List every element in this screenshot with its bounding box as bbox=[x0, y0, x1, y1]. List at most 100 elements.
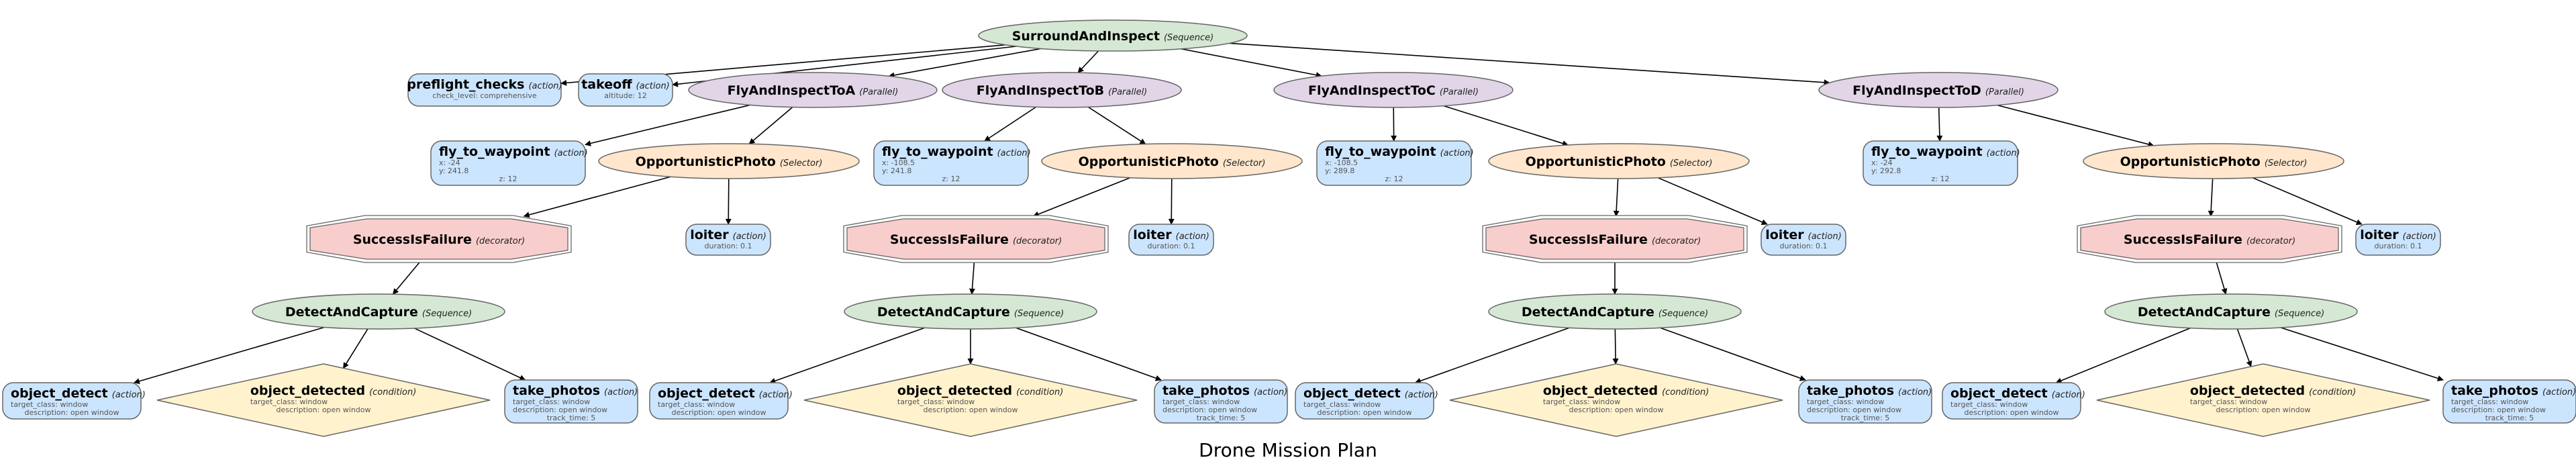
node-successisfailure[interactable]: SuccessIsFailure(decorator) bbox=[843, 215, 1109, 263]
node-surroundandinspect[interactable]: SurroundAndInspect(Sequence) bbox=[978, 19, 1248, 52]
node-param: target_class: window bbox=[1950, 400, 2028, 409]
node-fly-to-waypoint[interactable]: fly_to_waypoint(action)x: -24y: 241.8z: … bbox=[430, 140, 588, 186]
node-take-photos[interactable]: take_photos(action)target_class: windowd… bbox=[1154, 379, 1288, 424]
node-object-detect[interactable]: object_detect(action)target_class: windo… bbox=[649, 382, 793, 420]
node-detectandcapture[interactable]: DetectAndCapture(Sequence) bbox=[252, 293, 505, 330]
node-type: (decorator) bbox=[2246, 236, 2295, 246]
node-loiter[interactable]: loiter(action)duration: 0.1 bbox=[1761, 224, 1846, 256]
node-takeoff[interactable]: takeoff(action)altitude: 12 bbox=[578, 73, 673, 107]
node-name: loiter bbox=[1765, 228, 1804, 242]
node-type: (action) bbox=[636, 81, 670, 91]
edge-fa-to-oa bbox=[748, 107, 793, 144]
node-object-detect[interactable]: object_detect(action)target_class: windo… bbox=[1295, 382, 1438, 420]
node-fly-to-waypoint[interactable]: fly_to_waypoint(action)x: -24y: 292.8z: … bbox=[1863, 140, 2020, 186]
node-object-detected[interactable]: object_detected(condition)target_class: … bbox=[1449, 363, 1783, 437]
node-label: object_detected(condition) bbox=[250, 383, 416, 398]
node-param: description: open window bbox=[1964, 408, 2059, 417]
node-opportunisticphoto[interactable]: OpportunisticPhoto(Selector) bbox=[1488, 143, 1750, 179]
node-flyandinspecttob[interactable]: FlyAndInspectToB(Parallel) bbox=[942, 72, 1182, 108]
node-flyandinspecttoc[interactable]: FlyAndInspectToC(Parallel) bbox=[1273, 72, 1514, 108]
node-param: target_class: window bbox=[250, 397, 328, 406]
node-type: (Parallel) bbox=[1108, 87, 1147, 97]
node-param: z: 12 bbox=[499, 175, 517, 183]
node-preflight-checks[interactable]: preflight_checks(action)check_level: com… bbox=[407, 73, 562, 107]
action-shape bbox=[873, 140, 1029, 186]
node-type: (Selector) bbox=[1223, 158, 1266, 169]
node-param: track_time: 5 bbox=[547, 414, 596, 422]
node-loiter[interactable]: loiter(action)duration: 0.1 bbox=[2355, 224, 2441, 256]
node-name: fly_to_waypoint bbox=[1871, 144, 1983, 159]
edge-ob-to-sb bbox=[1032, 177, 1131, 218]
node-loiter[interactable]: loiter(action)duration: 0.1 bbox=[1128, 224, 1214, 256]
node-label: DetectAndCapture(Sequence) bbox=[1522, 305, 1708, 320]
node-label: object_detect(action) bbox=[11, 386, 146, 401]
node-take-photos[interactable]: take_photos(action)target_class: windowd… bbox=[1798, 379, 1932, 424]
node-detectandcapture[interactable]: DetectAndCapture(Sequence) bbox=[844, 293, 1097, 330]
node-label: SuccessIsFailure(decorator) bbox=[353, 232, 525, 247]
diagram-title: Drone Mission Plan bbox=[1199, 439, 1377, 461]
edge-dd-to-tpd bbox=[2280, 327, 2444, 381]
node-name: object_detected bbox=[1543, 383, 1658, 398]
edge-dc-to-tpc bbox=[1660, 327, 1806, 381]
node-fly-to-waypoint[interactable]: fly_to_waypoint(action)x: -108.5y: 289.8… bbox=[1316, 140, 1474, 186]
node-object-detect[interactable]: object_detect(action)target_class: windo… bbox=[2, 382, 146, 420]
node-detectandcapture[interactable]: DetectAndCapture(Sequence) bbox=[1488, 293, 1742, 330]
node-name: SuccessIsFailure bbox=[353, 232, 472, 247]
edge-root-to-fa bbox=[888, 48, 1041, 79]
node-detectandcapture[interactable]: DetectAndCapture(Sequence) bbox=[2104, 293, 2358, 330]
node-name: DetectAndCapture bbox=[285, 305, 418, 320]
node-type: (action) bbox=[997, 148, 1031, 158]
node-label: object_detected(condition) bbox=[897, 383, 1063, 398]
node-type: (Parallel) bbox=[1985, 87, 2024, 97]
node-name: object_detected bbox=[250, 383, 365, 398]
condition-shape bbox=[803, 363, 1138, 437]
node-opportunisticphoto[interactable]: OpportunisticPhoto(Selector) bbox=[598, 143, 860, 179]
edge-od-to-ld bbox=[2252, 177, 2363, 225]
node-label: take_photos(action) bbox=[513, 383, 638, 398]
node-flyandinspecttod[interactable]: FlyAndInspectToD(Parallel) bbox=[1818, 72, 2059, 108]
edge-root-to-fc bbox=[1181, 48, 1322, 79]
node-object-detected[interactable]: object_detected(condition)target_class: … bbox=[156, 363, 491, 437]
node-take-photos[interactable]: take_photos(action)target_class: windowd… bbox=[2442, 379, 2576, 424]
sequence-shape bbox=[844, 293, 1097, 330]
node-name: object_detected bbox=[2190, 383, 2305, 398]
node-object-detect[interactable]: object_detect(action)target_class: windo… bbox=[1942, 382, 2085, 420]
edges-layer bbox=[133, 42, 2444, 385]
node-param: description: open window bbox=[513, 406, 607, 414]
node-param: target_class: window bbox=[2190, 397, 2267, 406]
parallel-shape bbox=[688, 72, 938, 108]
node-object-detected[interactable]: object_detected(condition)target_class: … bbox=[803, 363, 1138, 437]
node-flyandinspecttoa[interactable]: FlyAndInspectToA(Parallel) bbox=[688, 72, 938, 108]
node-label: loiter(action) bbox=[1133, 228, 1209, 242]
node-successisfailure[interactable]: SuccessIsFailure(decorator) bbox=[306, 215, 572, 263]
node-type: (Selector) bbox=[1670, 158, 1713, 169]
node-param: y: 241.8 bbox=[882, 167, 911, 175]
action-shape bbox=[1798, 379, 1932, 424]
node-param: y: 289.8 bbox=[1325, 167, 1354, 175]
node-type: (action) bbox=[2403, 232, 2436, 242]
edge-dd-to-cdd bbox=[2236, 328, 2252, 367]
node-param: description: open window bbox=[24, 408, 119, 417]
node-param: target_class: window bbox=[1543, 397, 1620, 406]
node-object-detected[interactable]: object_detected(condition)target_class: … bbox=[2096, 363, 2430, 437]
node-type: (Parallel) bbox=[1440, 87, 1479, 97]
node-fly-to-waypoint[interactable]: fly_to_waypoint(action)x: -108.5y: 241.8… bbox=[873, 140, 1031, 186]
node-label: object_detect(action) bbox=[1950, 386, 2085, 401]
edge-fb-to-ob bbox=[1087, 106, 1146, 145]
action-shape bbox=[2442, 379, 2576, 424]
node-opportunisticphoto[interactable]: OpportunisticPhoto(Selector) bbox=[2083, 143, 2344, 179]
node-opportunisticphoto[interactable]: OpportunisticPhoto(Selector) bbox=[1041, 143, 1303, 179]
node-param: description: open window bbox=[671, 408, 766, 417]
node-loiter[interactable]: loiter(action)duration: 0.1 bbox=[685, 224, 771, 256]
edge-dd-to-add bbox=[2055, 327, 2191, 384]
decorator-shape bbox=[309, 218, 568, 260]
node-label: FlyAndInspectToC(Parallel) bbox=[1308, 83, 1479, 98]
node-name: take_photos bbox=[2451, 383, 2538, 398]
action-shape bbox=[1761, 224, 1846, 256]
node-type: (action) bbox=[528, 81, 562, 91]
node-name: takeoff bbox=[581, 77, 632, 92]
node-successisfailure[interactable]: SuccessIsFailure(decorator) bbox=[2077, 215, 2342, 263]
node-param: duration: 0.1 bbox=[705, 242, 752, 250]
node-successisfailure[interactable]: SuccessIsFailure(decorator) bbox=[1482, 215, 1748, 263]
node-take-photos[interactable]: take_photos(action)target_class: windowd… bbox=[504, 379, 638, 424]
